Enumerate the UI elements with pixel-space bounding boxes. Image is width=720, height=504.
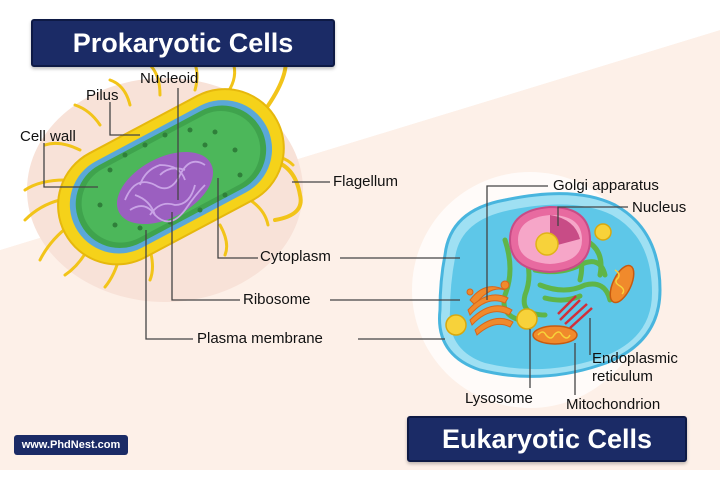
leader-pilus xyxy=(109,102,140,136)
flagellum-lower xyxy=(268,158,303,222)
prokaryotic-cell xyxy=(23,38,312,302)
nucleus-shape xyxy=(508,205,592,274)
label-reticulum: reticulum xyxy=(592,368,653,385)
leader-cytoplasm xyxy=(217,178,258,259)
smooth-er-shape xyxy=(557,295,593,329)
watermark-badge: www.PhdNest.com xyxy=(14,435,128,455)
label-nucleoid: Nucleoid xyxy=(140,70,199,87)
eukaryotic-cell xyxy=(412,172,662,408)
label-pilus: Pilus xyxy=(86,87,119,104)
golgi-shape xyxy=(466,280,514,336)
label-nucleus: Nucleus xyxy=(632,199,687,216)
leader-lines xyxy=(43,88,628,395)
leader-cell-wall xyxy=(43,143,98,188)
leader-nucleus xyxy=(557,206,628,226)
title-eukaryotic: Eukaryotic Cells xyxy=(407,416,687,462)
label-lysosome: Lysosome xyxy=(465,390,533,407)
title-prokaryotic: Prokaryotic Cells xyxy=(31,19,335,67)
mitochondria-shapes xyxy=(532,264,635,345)
label-cytoplasm: Cytoplasm xyxy=(260,248,331,265)
label-flagellum: Flagellum xyxy=(333,173,399,190)
leader-golgi xyxy=(486,185,548,300)
leader-plasma-membrane xyxy=(145,230,193,340)
leader-ribosome xyxy=(171,212,240,301)
label-plasma-membrane: Plasma membrane xyxy=(197,330,323,347)
label-endoplasmic: Endoplasmic xyxy=(592,350,678,367)
nucleoid-shape xyxy=(116,151,214,225)
label-golgi-apparatus: Golgi apparatus xyxy=(553,177,659,194)
label-ribosome: Ribosome xyxy=(243,291,311,308)
label-cell-wall: Cell wall xyxy=(20,128,76,145)
lysosome-shapes xyxy=(445,223,612,336)
label-mitochondrion: Mitochondrion xyxy=(566,396,661,413)
